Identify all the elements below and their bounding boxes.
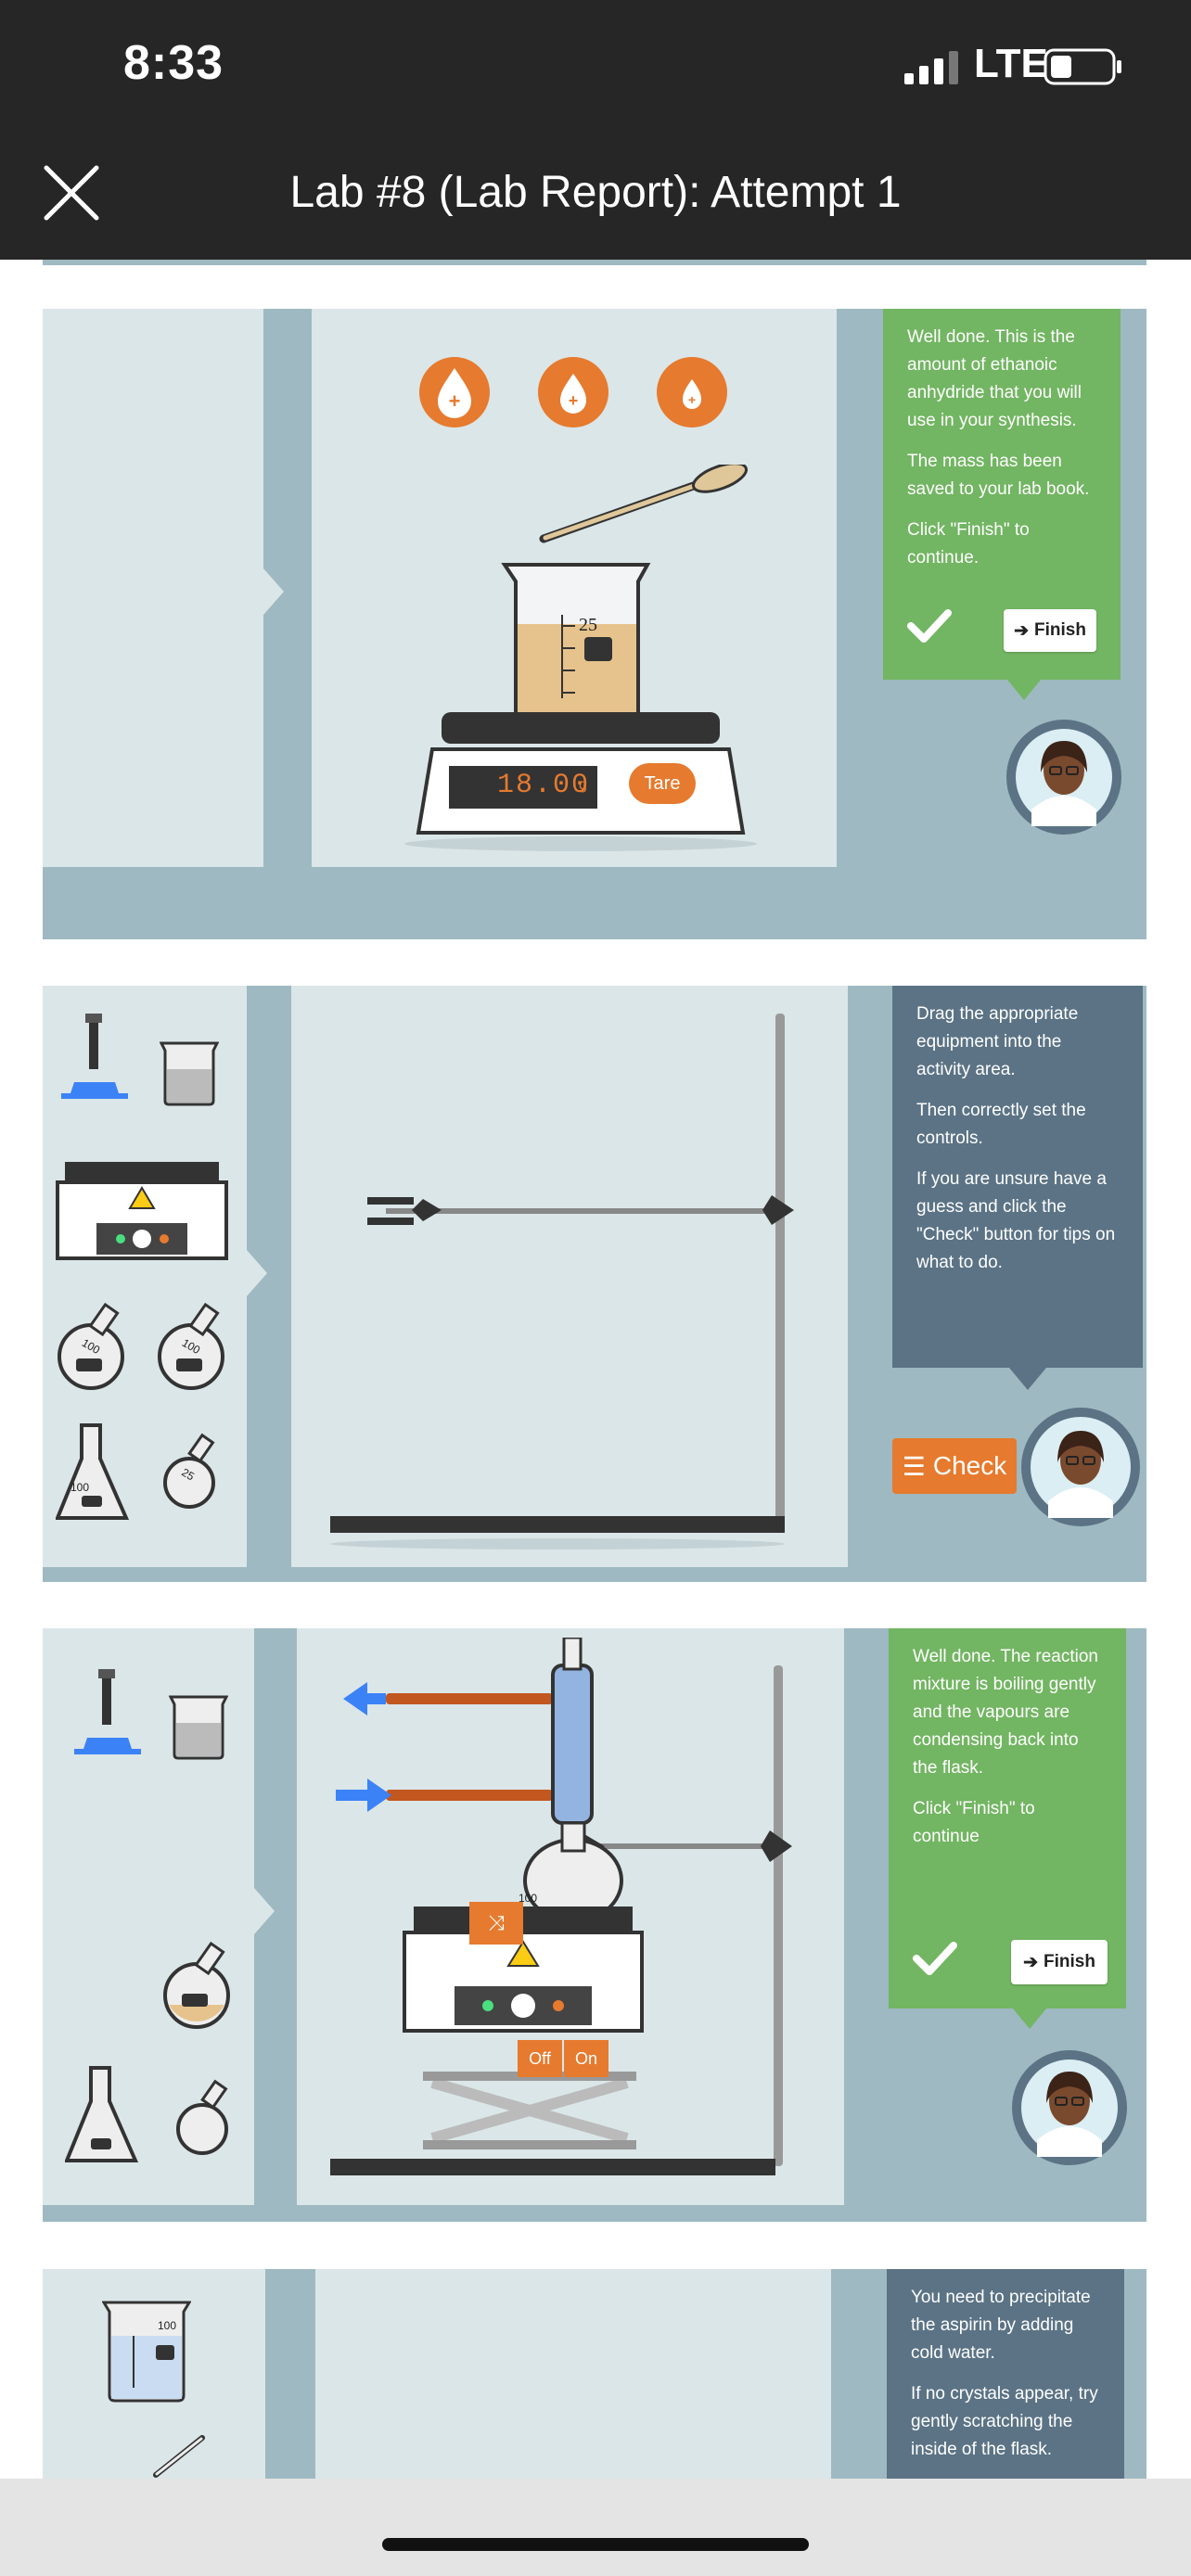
tip-line: Then correctly set the controls. <box>916 1101 1086 1148</box>
tray-pointer <box>254 1888 275 1934</box>
water-beaker[interactable] <box>102 2299 191 2403</box>
finish-button[interactable]: ➔ Finish <box>1011 1940 1108 1984</box>
activity-area <box>291 986 848 1567</box>
activity-area <box>315 2269 831 2479</box>
instructions-tip: You need to precipitate the aspirin by a… <box>887 2269 1124 2479</box>
instructor-avatar <box>1021 1408 1140 1526</box>
round-flask[interactable] <box>58 1301 132 1394</box>
pipette[interactable] <box>534 465 757 548</box>
drop-large-button[interactable]: + <box>419 357 490 427</box>
close-icon[interactable] <box>41 162 102 223</box>
checkmark-icon <box>913 1942 957 1975</box>
tip-line: You need to precipitate the aspirin by a… <box>911 2288 1091 2363</box>
network-type: LTE <box>974 41 1048 86</box>
instructor-avatar <box>1012 2050 1127 2165</box>
battery-icon <box>1044 48 1121 85</box>
check-button[interactable]: ☰Check <box>892 1438 1017 1494</box>
drop-medium-button[interactable]: + <box>538 357 608 427</box>
tray-pointer <box>247 1250 267 1296</box>
tip-pointer <box>1007 680 1041 700</box>
reflux-apparatus <box>330 1638 792 2175</box>
finish-button[interactable]: ➔Finish <box>1004 609 1096 652</box>
tip-line: Well done. This is the amount of ethanoi… <box>907 327 1082 430</box>
drop-small-button[interactable]: + <box>657 357 727 427</box>
finish-label: Finish <box>1043 1952 1095 1971</box>
check-label: Check <box>932 1451 1007 1480</box>
panel-edge <box>43 260 1146 265</box>
status-bar <box>0 0 1191 130</box>
scale-unit: g <box>579 777 587 793</box>
tip-line: The mass has been saved to your lab book… <box>907 452 1090 499</box>
equipment-tray <box>43 309 263 867</box>
svg-text:+: + <box>449 389 461 413</box>
activity-panel-4: 100 You need to precipitate the aspirin … <box>43 2269 1146 2479</box>
tip-line: If no crystals appear, try gently scratc… <box>911 2384 1098 2459</box>
activity-panel-3: ⤨ 100 Off On Well done. The reaction mix… <box>43 1628 1146 2222</box>
arrow-right-icon: ➔ <box>1014 620 1029 641</box>
beaker-label: 25 <box>579 615 597 635</box>
scale-reading: 18.00 <box>497 770 591 801</box>
instructor-avatar <box>1006 720 1121 835</box>
dropper-controls: + + + <box>419 357 727 427</box>
tip-pointer <box>1009 1368 1046 1390</box>
retort-stand <box>330 1014 794 1549</box>
on-button[interactable]: On <box>564 2040 608 2077</box>
tip-pointer <box>1013 2009 1046 2029</box>
shuffle-water-button[interactable]: ⤨ <box>469 1902 523 1945</box>
flask-label: 100 <box>519 1892 538 1905</box>
round-flask[interactable] <box>158 1301 232 1394</box>
hot-plate[interactable] <box>56 1162 228 1264</box>
bunsen-burner[interactable] <box>74 1669 141 1762</box>
beaker <box>501 563 651 724</box>
beaker-small[interactable] <box>160 1041 219 1106</box>
svg-text:+: + <box>569 391 579 410</box>
conical-flask[interactable] <box>56 1422 130 1524</box>
app-header <box>0 130 1191 260</box>
page-title: Lab #8 (Lab Report): Attempt 1 <box>289 168 902 217</box>
signal-icon <box>904 51 958 84</box>
off-button[interactable]: Off <box>518 2040 562 2077</box>
beaker-small[interactable] <box>169 1695 228 1760</box>
home-indicator[interactable] <box>382 2538 809 2551</box>
tip-line: Well done. The reaction mixture is boili… <box>913 1647 1098 1778</box>
arrow-right-icon: ➔ <box>1023 1952 1038 1972</box>
svg-text:+: + <box>688 392 696 407</box>
activity-panel-1: + + + 25 18.00 g Ta <box>43 309 1146 939</box>
tip-line: Click "Finish" to continue. <box>907 520 1030 567</box>
tip-line: If you are unsure have a guess and click… <box>916 1169 1116 1272</box>
dropper-pipette[interactable] <box>150 2432 215 2479</box>
shuffle-icon: ⤨ <box>488 1911 505 1934</box>
small-round-flask[interactable] <box>163 1431 228 1514</box>
tare-button[interactable]: Tare <box>629 763 696 804</box>
tip-line: Drag the appropriate equipment into the … <box>916 1004 1079 1079</box>
tray-pointer <box>263 568 284 615</box>
list-icon: ☰ <box>902 1451 926 1481</box>
instructions-tip: Well done. This is the amount of ethanoi… <box>883 309 1121 680</box>
flask-label: 100 <box>70 1481 90 1494</box>
conical-flask[interactable] <box>65 2064 139 2166</box>
instructions-tip: Drag the appropriate equipment into the … <box>892 986 1143 1368</box>
tip-line: Click "Finish" to continue <box>913 1799 1035 1846</box>
small-round-flask[interactable] <box>176 2077 241 2161</box>
round-flask[interactable] <box>163 1940 237 2033</box>
activity-panel-2: 100 100 100 25 Drag the appropriate equi… <box>43 986 1146 1582</box>
bunsen-burner[interactable] <box>61 1014 128 1106</box>
status-time: 8:33 <box>123 36 224 90</box>
beaker-label: 100 <box>158 2319 177 2332</box>
finish-label: Finish <box>1033 620 1086 640</box>
checkmark-icon <box>907 609 952 643</box>
home-indicator-area <box>0 2479 1191 2576</box>
